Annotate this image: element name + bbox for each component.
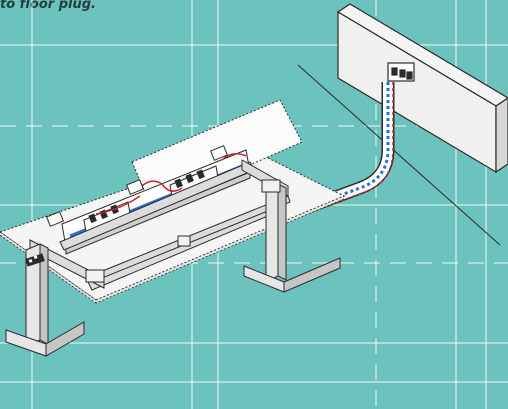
desk-frame <box>5 159 341 357</box>
wall-line <box>297 64 501 246</box>
cable-plugs <box>95 153 247 215</box>
floor-trunking-icon <box>336 3 508 174</box>
handset-icon <box>25 253 45 267</box>
cable-chain-icon <box>265 82 395 229</box>
cable-clips <box>45 145 229 227</box>
caption-text: to floor plug. <box>0 0 96 12</box>
